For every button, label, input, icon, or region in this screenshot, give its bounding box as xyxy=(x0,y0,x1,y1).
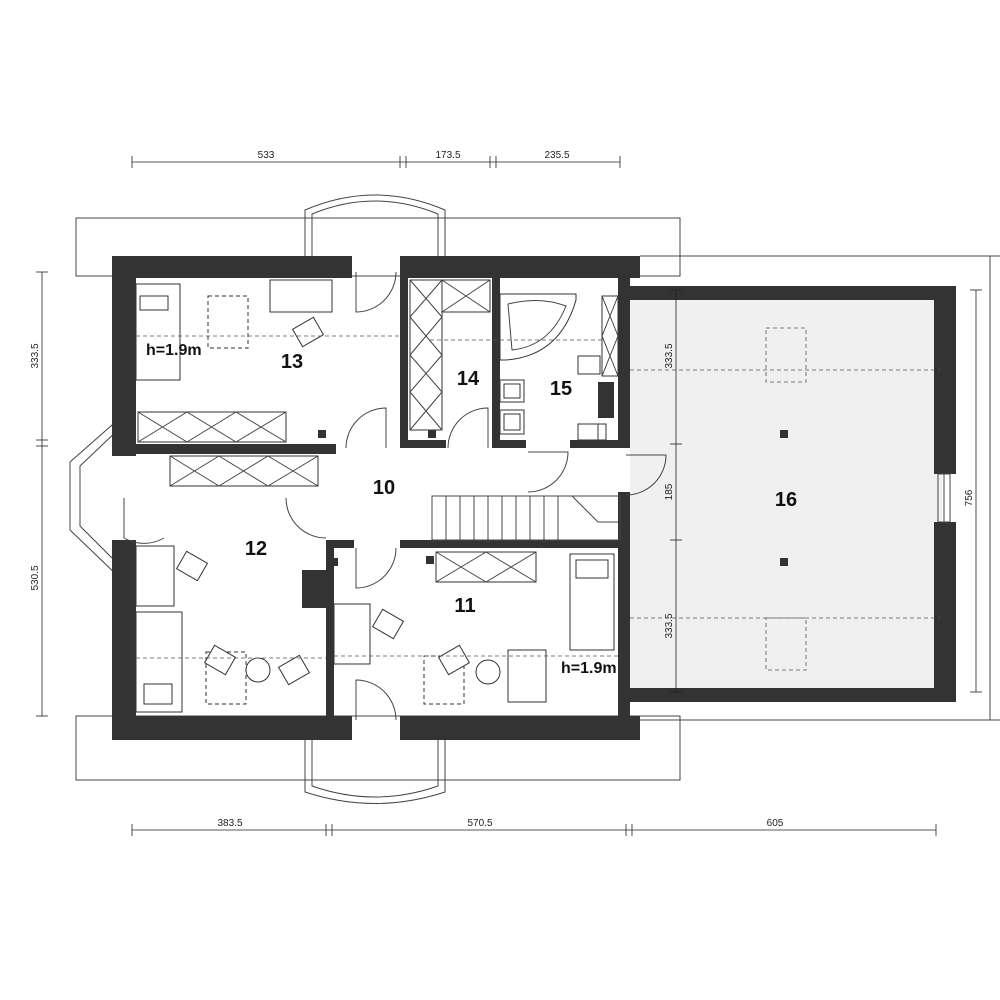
dim-attic-3: 333.5 xyxy=(664,613,675,638)
dim-left-2: 530.5 xyxy=(30,565,41,590)
dim-top-1: 533 xyxy=(258,150,275,161)
room-label-13: 13 xyxy=(281,351,303,373)
staircase xyxy=(431,495,621,541)
doors xyxy=(123,271,667,721)
wardrobes xyxy=(137,279,619,583)
dimension-lines xyxy=(36,156,982,836)
furniture xyxy=(135,279,788,713)
room-label-15: 15 xyxy=(550,378,572,400)
dim-bottom-1: 383.5 xyxy=(217,818,242,829)
dim-bottom-3: 605 xyxy=(767,818,784,829)
bathroom-fixtures xyxy=(499,293,607,441)
room-label-10: 10 xyxy=(373,477,395,499)
roof-outline xyxy=(69,194,1000,804)
height-note-13: h=1.9m xyxy=(146,342,202,359)
room-label-11: 11 xyxy=(454,595,475,617)
dim-left-1: 333.5 xyxy=(30,343,41,368)
dim-right: 756 xyxy=(964,489,975,506)
dim-attic-2: 185 xyxy=(664,483,675,500)
attic-floor xyxy=(630,298,942,690)
room-label-12: 12 xyxy=(245,538,267,560)
walls xyxy=(112,256,956,740)
dim-top-3: 235.5 xyxy=(544,150,569,161)
dim-bottom-2: 570.5 xyxy=(467,818,492,829)
attic-lines xyxy=(136,327,951,671)
room-label-16: 16 xyxy=(775,489,797,511)
height-note-11: h=1.9m xyxy=(561,660,617,677)
room-label-14: 14 xyxy=(457,368,480,390)
dim-attic-1: 333.5 xyxy=(664,343,675,368)
dim-top-2: 173.5 xyxy=(435,150,460,161)
